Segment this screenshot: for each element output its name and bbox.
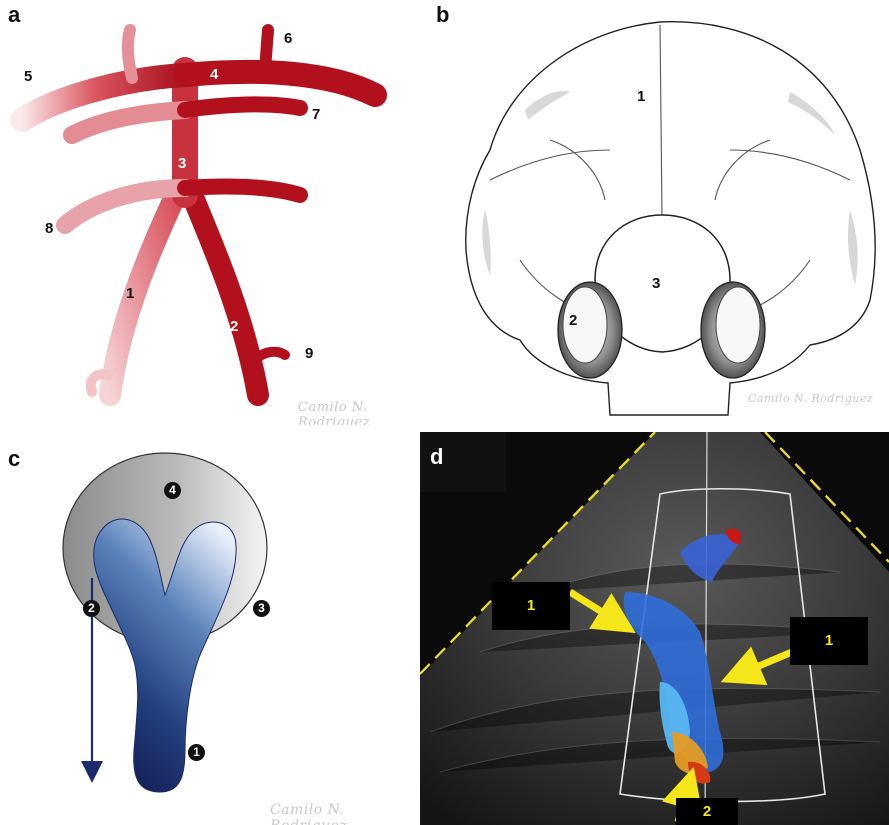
label-a-3: 3 bbox=[178, 155, 186, 172]
panel-letter-a: a bbox=[8, 2, 20, 28]
panel-c-vein-diagram: c 1 2 3 4 Camilo N. Rodriguez bbox=[0, 430, 420, 825]
vessel-8-arch-right bbox=[185, 186, 300, 195]
vessel-6-stub bbox=[265, 30, 268, 70]
panel-b-skull-diagram: b 1 2 3 Camilo N. Rodriguez bbox=[430, 0, 889, 425]
vessel-7-arch-left bbox=[72, 110, 185, 135]
panel-letter-c: c bbox=[8, 446, 20, 472]
signature-b: Camilo N. Rodriguez bbox=[748, 392, 873, 405]
label-c-2: 2 bbox=[83, 600, 100, 617]
vessel-9-branch bbox=[255, 352, 285, 360]
label-a-6: 6 bbox=[284, 30, 292, 47]
panel-d-ultrasound: d 1 1 2 bbox=[420, 432, 889, 825]
label-d-1-right: 1 bbox=[790, 617, 868, 665]
label-a-1: 1 bbox=[126, 285, 134, 302]
label-b-3: 3 bbox=[652, 275, 660, 292]
label-a-9: 9 bbox=[305, 345, 313, 362]
vessel-1 bbox=[110, 190, 178, 395]
skull-drawing bbox=[430, 0, 889, 425]
vessel-top-left-stub bbox=[128, 30, 132, 78]
arterial-tree-drawing bbox=[0, 0, 430, 425]
label-a-8: 8 bbox=[45, 220, 53, 237]
vessel-7-arch-right bbox=[185, 104, 300, 110]
signature-c: Camilo N. Rodriguez bbox=[270, 802, 420, 825]
label-c-1: 1 bbox=[188, 744, 205, 761]
label-a-7: 7 bbox=[312, 106, 320, 123]
panel-a-arterial-diagram: a 1 2 3 4 5 6 7 8 9 Camilo N. Rodriguez bbox=[0, 0, 430, 425]
label-c-3: 3 bbox=[253, 600, 270, 617]
label-a-2: 2 bbox=[230, 318, 238, 335]
label-b-1: 1 bbox=[637, 88, 645, 105]
label-c-4: 4 bbox=[164, 482, 181, 499]
label-a-5: 5 bbox=[24, 68, 32, 85]
label-b-2: 2 bbox=[569, 312, 577, 329]
label-d-1-left: 1 bbox=[492, 582, 570, 630]
vessel-2 bbox=[190, 190, 258, 395]
panel-letter-d: d bbox=[420, 432, 506, 492]
label-a-4: 4 bbox=[210, 66, 218, 83]
vein-drawing bbox=[0, 430, 420, 825]
label-d-2-bottom: 2 bbox=[676, 798, 738, 825]
signature-a: Camilo N. Rodriguez bbox=[298, 400, 430, 425]
panel-letter-b: b bbox=[436, 2, 449, 28]
